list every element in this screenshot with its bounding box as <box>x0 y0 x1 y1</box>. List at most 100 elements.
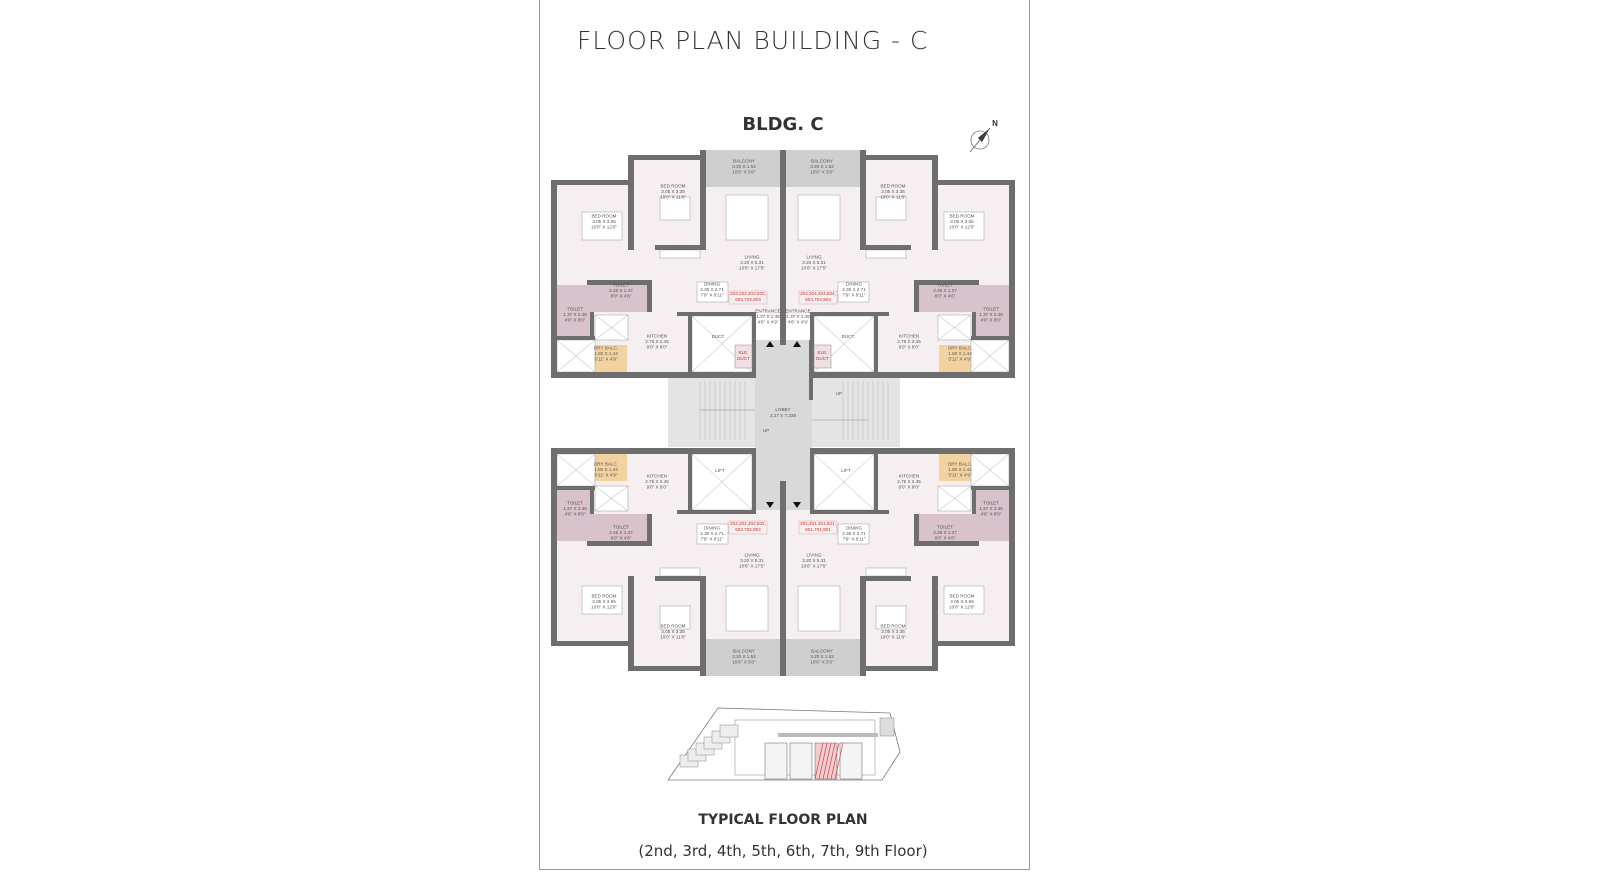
compass-axis <box>969 127 991 153</box>
building-label: BLDG. C <box>742 114 824 135</box>
sofa-set <box>797 585 841 632</box>
electrical-duct-label-line: DUCT <box>737 356 750 361</box>
highlight-hatch <box>814 742 824 780</box>
toilet-fill <box>557 285 590 336</box>
typical-floor-plan-heading: TYPICAL FLOOR PLAN <box>698 812 868 828</box>
wall <box>914 514 919 546</box>
room-label-dining-line: DINING <box>846 281 863 286</box>
room-label-bedroom-b-line: BED ROOM <box>880 623 905 628</box>
wall <box>780 150 786 345</box>
unit-bottom-left <box>551 448 786 676</box>
unit-numbers: 202,302,402,502,602,702,902 <box>730 521 766 532</box>
unit-numbers-line: 202,302,402,502, <box>730 521 766 526</box>
wall <box>628 155 705 160</box>
wall <box>677 510 756 514</box>
room-label-kitchen-line: 9'0" X 8'0" <box>899 485 920 490</box>
shaft-cross <box>594 485 629 512</box>
wall <box>555 486 595 490</box>
shaft-cross <box>813 453 875 511</box>
electrical-duct-label-line: ELE. <box>818 350 828 355</box>
room-label-entrance-line: 4'6" X 4'9" <box>758 320 779 325</box>
room-label-kitchen-line: 9'0" X 8'0" <box>647 485 668 490</box>
room-label-dining-line: 7'9" X 8'11" <box>700 293 723 298</box>
sofa-set <box>725 585 769 632</box>
room-label-bedroom-b-line: BED ROOM <box>660 183 685 188</box>
wall <box>971 486 1011 490</box>
wall <box>810 510 889 514</box>
room-label-kitchen-line: KITCHEN <box>899 333 919 338</box>
dining-table <box>837 523 870 545</box>
dining-table <box>696 523 729 545</box>
room-label-dry-balcony-line: DRY BALC. <box>948 461 972 466</box>
site-structure <box>879 717 895 737</box>
room-label-entrance-line: 4'6" X 4'9" <box>788 320 809 325</box>
room-label-toilet-a-line: 2.45 X 1.37 <box>933 288 957 293</box>
room-label-living-line: LIVING <box>744 552 759 557</box>
unit-numbers-line: 603,703,903 <box>735 297 761 302</box>
room-label-living-line: LIVING <box>744 254 759 259</box>
bed <box>581 211 623 241</box>
wall <box>861 155 938 160</box>
wall <box>972 312 976 340</box>
shaft-cross <box>556 339 596 373</box>
room-label-bedroom-a-line: 10'0" X 12'0" <box>591 605 617 610</box>
wall <box>1009 448 1015 646</box>
room-label-toilet-b-line: TOILET <box>983 306 999 311</box>
wall <box>938 180 1015 185</box>
room-label-toilet-b-line: 4'6" X 8'0" <box>565 512 586 517</box>
toilet-fill <box>590 284 650 312</box>
room-label-living-line: LIVING <box>806 254 821 259</box>
wardrobe <box>659 567 701 577</box>
room-label-dining-line: 2.35 X 2.71 <box>842 287 866 292</box>
room-label-bedroom-a-line: BED ROOM <box>949 213 974 218</box>
room-label-dining-line: 7'9" X 8'11" <box>842 537 865 542</box>
unit-numbers-line: 203,303,403,503, <box>730 291 766 296</box>
room-label-living-line: 3.20 X 5.31 <box>802 558 826 563</box>
wall <box>752 316 756 378</box>
wall <box>587 280 652 285</box>
wall <box>810 312 889 316</box>
room-label-bedroom-a-line: 10'0" X 12'0" <box>949 605 975 610</box>
room-label-bedroom-b-line: 3.05 X 3.35 <box>661 629 685 634</box>
north-label: N <box>992 119 998 128</box>
room-label-toilet-b-line: TOILET <box>567 306 583 311</box>
entry-arrow-icon <box>766 341 774 347</box>
wall <box>861 576 911 581</box>
room-label-toilet-a-line: 2.45 X 1.37 <box>609 530 633 535</box>
room-label-balcony-line: 10'6" X 5'0" <box>732 660 756 665</box>
unit-number-box <box>728 290 768 305</box>
room-label-dry-balcony-line: 5'11" X 4'9" <box>594 357 617 362</box>
wall <box>914 280 979 285</box>
room-label-living-line: 10'6" X 17'5" <box>739 266 765 271</box>
unit-numbers-line: 602,702,902 <box>735 527 761 532</box>
room-label-entrance-line: 1.37 X 1.46 <box>756 314 780 319</box>
room-label-toilet-a-line: 8'0" X 4'6" <box>611 294 632 299</box>
staircase-right <box>812 376 900 447</box>
wall <box>590 486 594 514</box>
up-label: UP <box>763 428 769 433</box>
unit-numbers: 203,303,403,503,603,703,903 <box>730 291 766 302</box>
unit-top-right <box>780 150 1015 378</box>
room-label-kitchen-line: 2.75 X 2.45 <box>645 339 669 344</box>
room-label-living-line: 3.20 X 5.31 <box>802 260 826 265</box>
dining-table <box>837 281 870 303</box>
room-label-bedroom-a-line: 3.05 X 3.65 <box>592 599 616 604</box>
shaft-cross <box>556 453 596 487</box>
balcony-fill <box>705 150 783 187</box>
lift-label: LIFT <box>715 468 725 473</box>
bed <box>943 585 985 615</box>
wall <box>932 576 938 671</box>
wall <box>628 155 634 250</box>
